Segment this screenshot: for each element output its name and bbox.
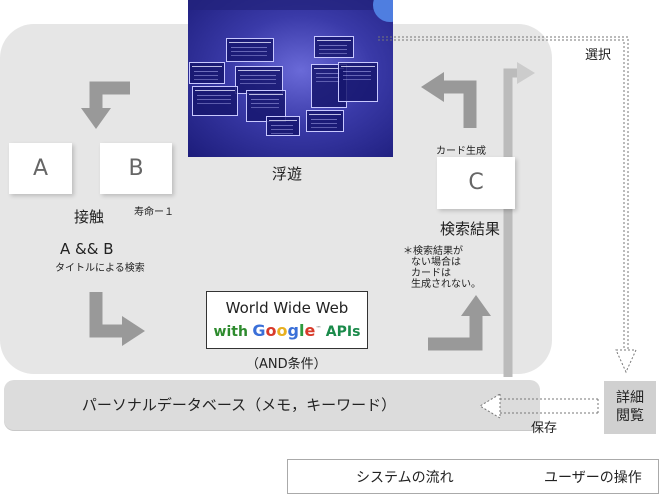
label-card-generation: カード生成	[436, 146, 486, 157]
detail-view-box: 詳細 閲覧	[604, 381, 656, 434]
user-line-select-icon	[378, 36, 637, 374]
floating-card	[306, 110, 344, 132]
window-titlebar	[188, 0, 393, 10]
floating-card	[189, 62, 225, 84]
card-c: C	[437, 157, 515, 209]
window-logo-icon	[373, 0, 393, 22]
label-save: 保存	[531, 421, 558, 436]
detail-label-line: 詳細	[616, 390, 644, 406]
apis-label: APIs	[325, 324, 361, 340]
floating-cards-window	[188, 0, 393, 157]
user-arrow-to-database-icon	[479, 393, 599, 419]
google-logo-icon: Google	[252, 321, 316, 340]
arrow-to-search-result-icon	[428, 295, 491, 351]
label-and-ab: A && B	[60, 240, 114, 258]
www-label: World Wide Web	[225, 299, 349, 317]
legend-system-flow: システムの流れ	[356, 470, 454, 486]
floating-card	[314, 36, 354, 58]
card-b: B	[100, 143, 172, 194]
arrow-to-web-search-icon	[89, 292, 145, 346]
note-line: ＊検索結果が	[403, 246, 463, 257]
label-title-search: タイトルによる検索	[55, 263, 145, 274]
user-arrow-save-icon	[503, 62, 535, 377]
floating-card	[226, 38, 274, 62]
personal-database-bar	[4, 380, 540, 430]
web-search-box: World Wide Web with Google™ APIs	[206, 291, 368, 349]
label-and-condition: （AND条件）	[246, 357, 327, 372]
label-float: 浮遊	[272, 165, 303, 183]
floating-card	[192, 86, 238, 116]
note-line: カードは	[411, 268, 451, 279]
legend-user-operation: ユーザーの操作	[544, 470, 642, 486]
label-lifespan: 寿命ー１	[134, 207, 174, 218]
personal-database-label: パーソナルデータベース（メモ，キーワード）	[81, 396, 397, 414]
arrow-float-to-contact-icon	[81, 81, 130, 129]
note-line: 生成されない。	[411, 279, 481, 290]
note-line: ない場合は	[411, 257, 461, 268]
with-google-apis: with Google™ APIs	[213, 321, 361, 340]
detail-label-line: 閲覧	[616, 408, 644, 424]
label-select: 選択	[585, 48, 612, 63]
label-search-result: 検索結果	[440, 220, 501, 238]
arrow-card-generation-icon	[421, 72, 477, 128]
with-label: with	[213, 324, 248, 340]
legend	[287, 459, 659, 494]
floating-card	[266, 116, 300, 136]
floating-card	[338, 62, 378, 102]
card-a: A	[9, 143, 72, 194]
label-contact: 接触	[74, 208, 105, 226]
note-no-result: ＊検索結果が ない場合は カードは 生成されない。	[403, 246, 481, 290]
